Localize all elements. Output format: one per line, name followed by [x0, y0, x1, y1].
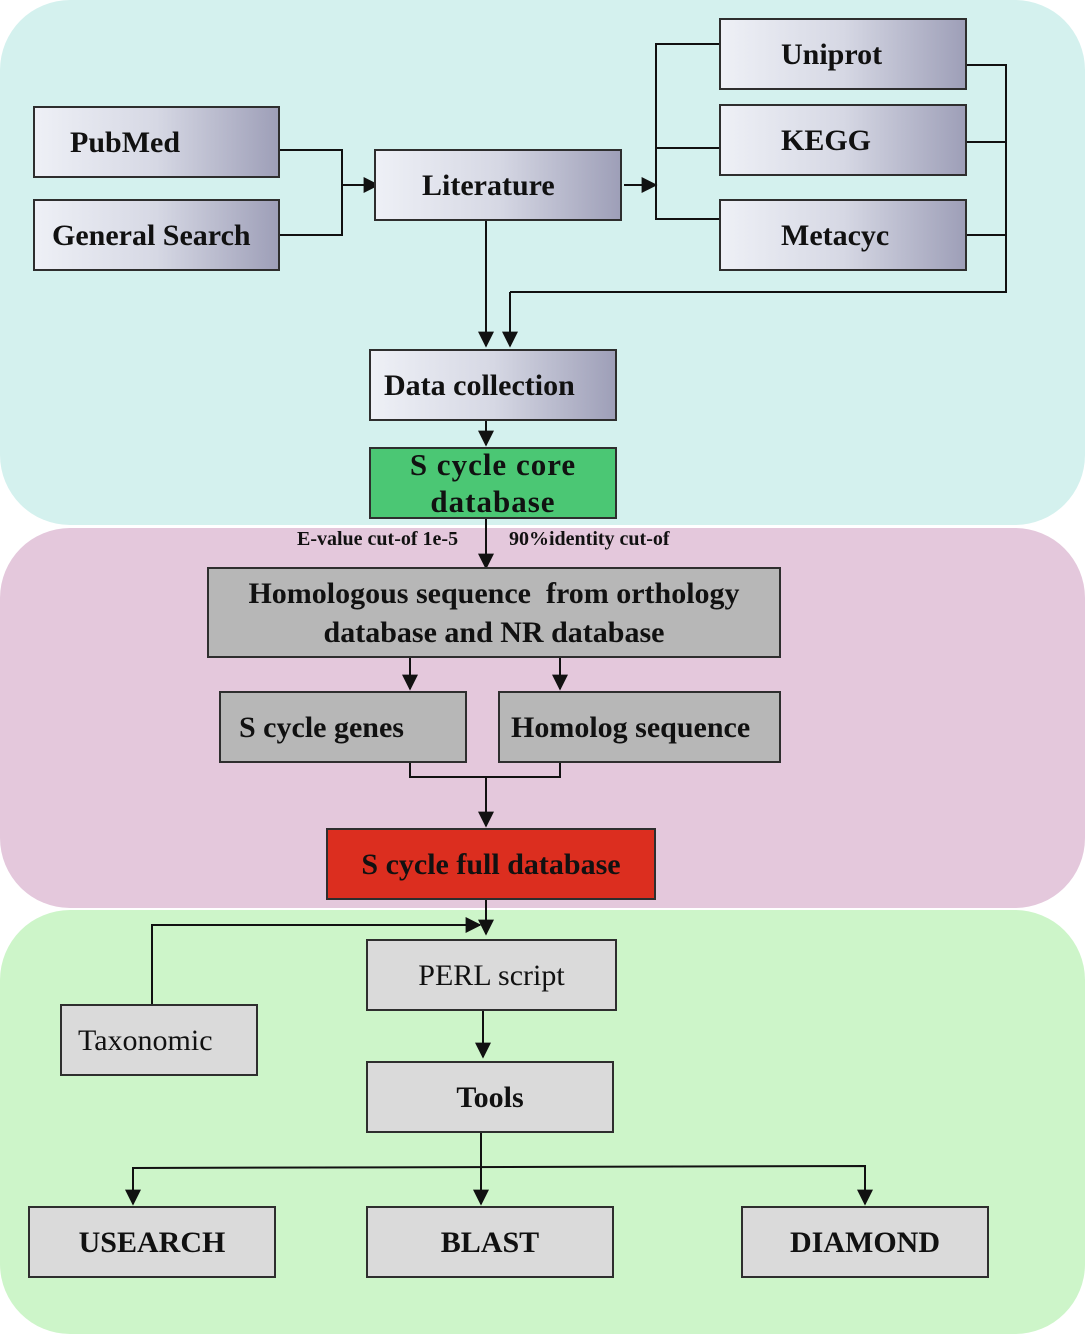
homolog-sequence-box: Homolog sequence [498, 691, 781, 763]
blast-label: BLAST [440, 1225, 540, 1259]
data-collection-box: Data collection [369, 349, 617, 421]
s-cycle-genes-box: S cycle genes [219, 691, 467, 763]
taxonomic-box: Taxonomic [60, 1004, 258, 1076]
homolog-sequence-label: Homolog sequence [511, 710, 751, 744]
kegg-box: KEGG [719, 104, 967, 176]
metacyc-label: Metacyc [781, 218, 890, 252]
usearch-label: USEARCH [78, 1225, 226, 1259]
usearch-box: USEARCH [28, 1206, 276, 1278]
homologous-line-2: database and NR database [323, 615, 665, 649]
kegg-label: KEGG [781, 123, 872, 157]
pubmed-label: PubMed [70, 125, 181, 159]
evalue-cutoff-label: E-value cut-of 1e-5 [297, 528, 459, 550]
s-cycle-genes-label: S cycle genes [239, 710, 404, 744]
general-search-box: General Search [33, 199, 280, 271]
perl-script-box: PERL script [366, 939, 617, 1011]
general-search-label: General Search [52, 218, 251, 252]
literature-label: Literature [422, 168, 555, 202]
pubmed-box: PubMed [33, 106, 280, 178]
core-database-line-2: database [430, 484, 556, 519]
perl-script-label: PERL script [418, 958, 565, 992]
uniprot-box: Uniprot [719, 18, 967, 90]
full-database-box: S cycle full database [326, 828, 656, 900]
data-collection-label: Data collection [384, 368, 575, 402]
core-database-box: S cycle core database [369, 447, 617, 519]
taxonomic-label: Taxonomic [78, 1023, 213, 1057]
tools-label: Tools [456, 1080, 524, 1114]
homologous-line-1: Homologous sequence from orthology [248, 576, 740, 610]
diamond-box: DIAMOND [741, 1206, 989, 1278]
uniprot-label: Uniprot [781, 37, 883, 71]
homologous-sequence-box: Homologous sequence from orthology datab… [207, 567, 781, 658]
blast-box: BLAST [366, 1206, 614, 1278]
diamond-label: DIAMOND [790, 1225, 940, 1259]
literature-box: Literature [374, 149, 622, 221]
core-database-line-1: S cycle core [409, 446, 577, 482]
full-database-label: S cycle full database [361, 847, 621, 881]
identity-cutoff-label: 90%identity cut-of [509, 528, 670, 550]
tools-box: Tools [366, 1061, 614, 1133]
metacyc-box: Metacyc [719, 199, 967, 271]
